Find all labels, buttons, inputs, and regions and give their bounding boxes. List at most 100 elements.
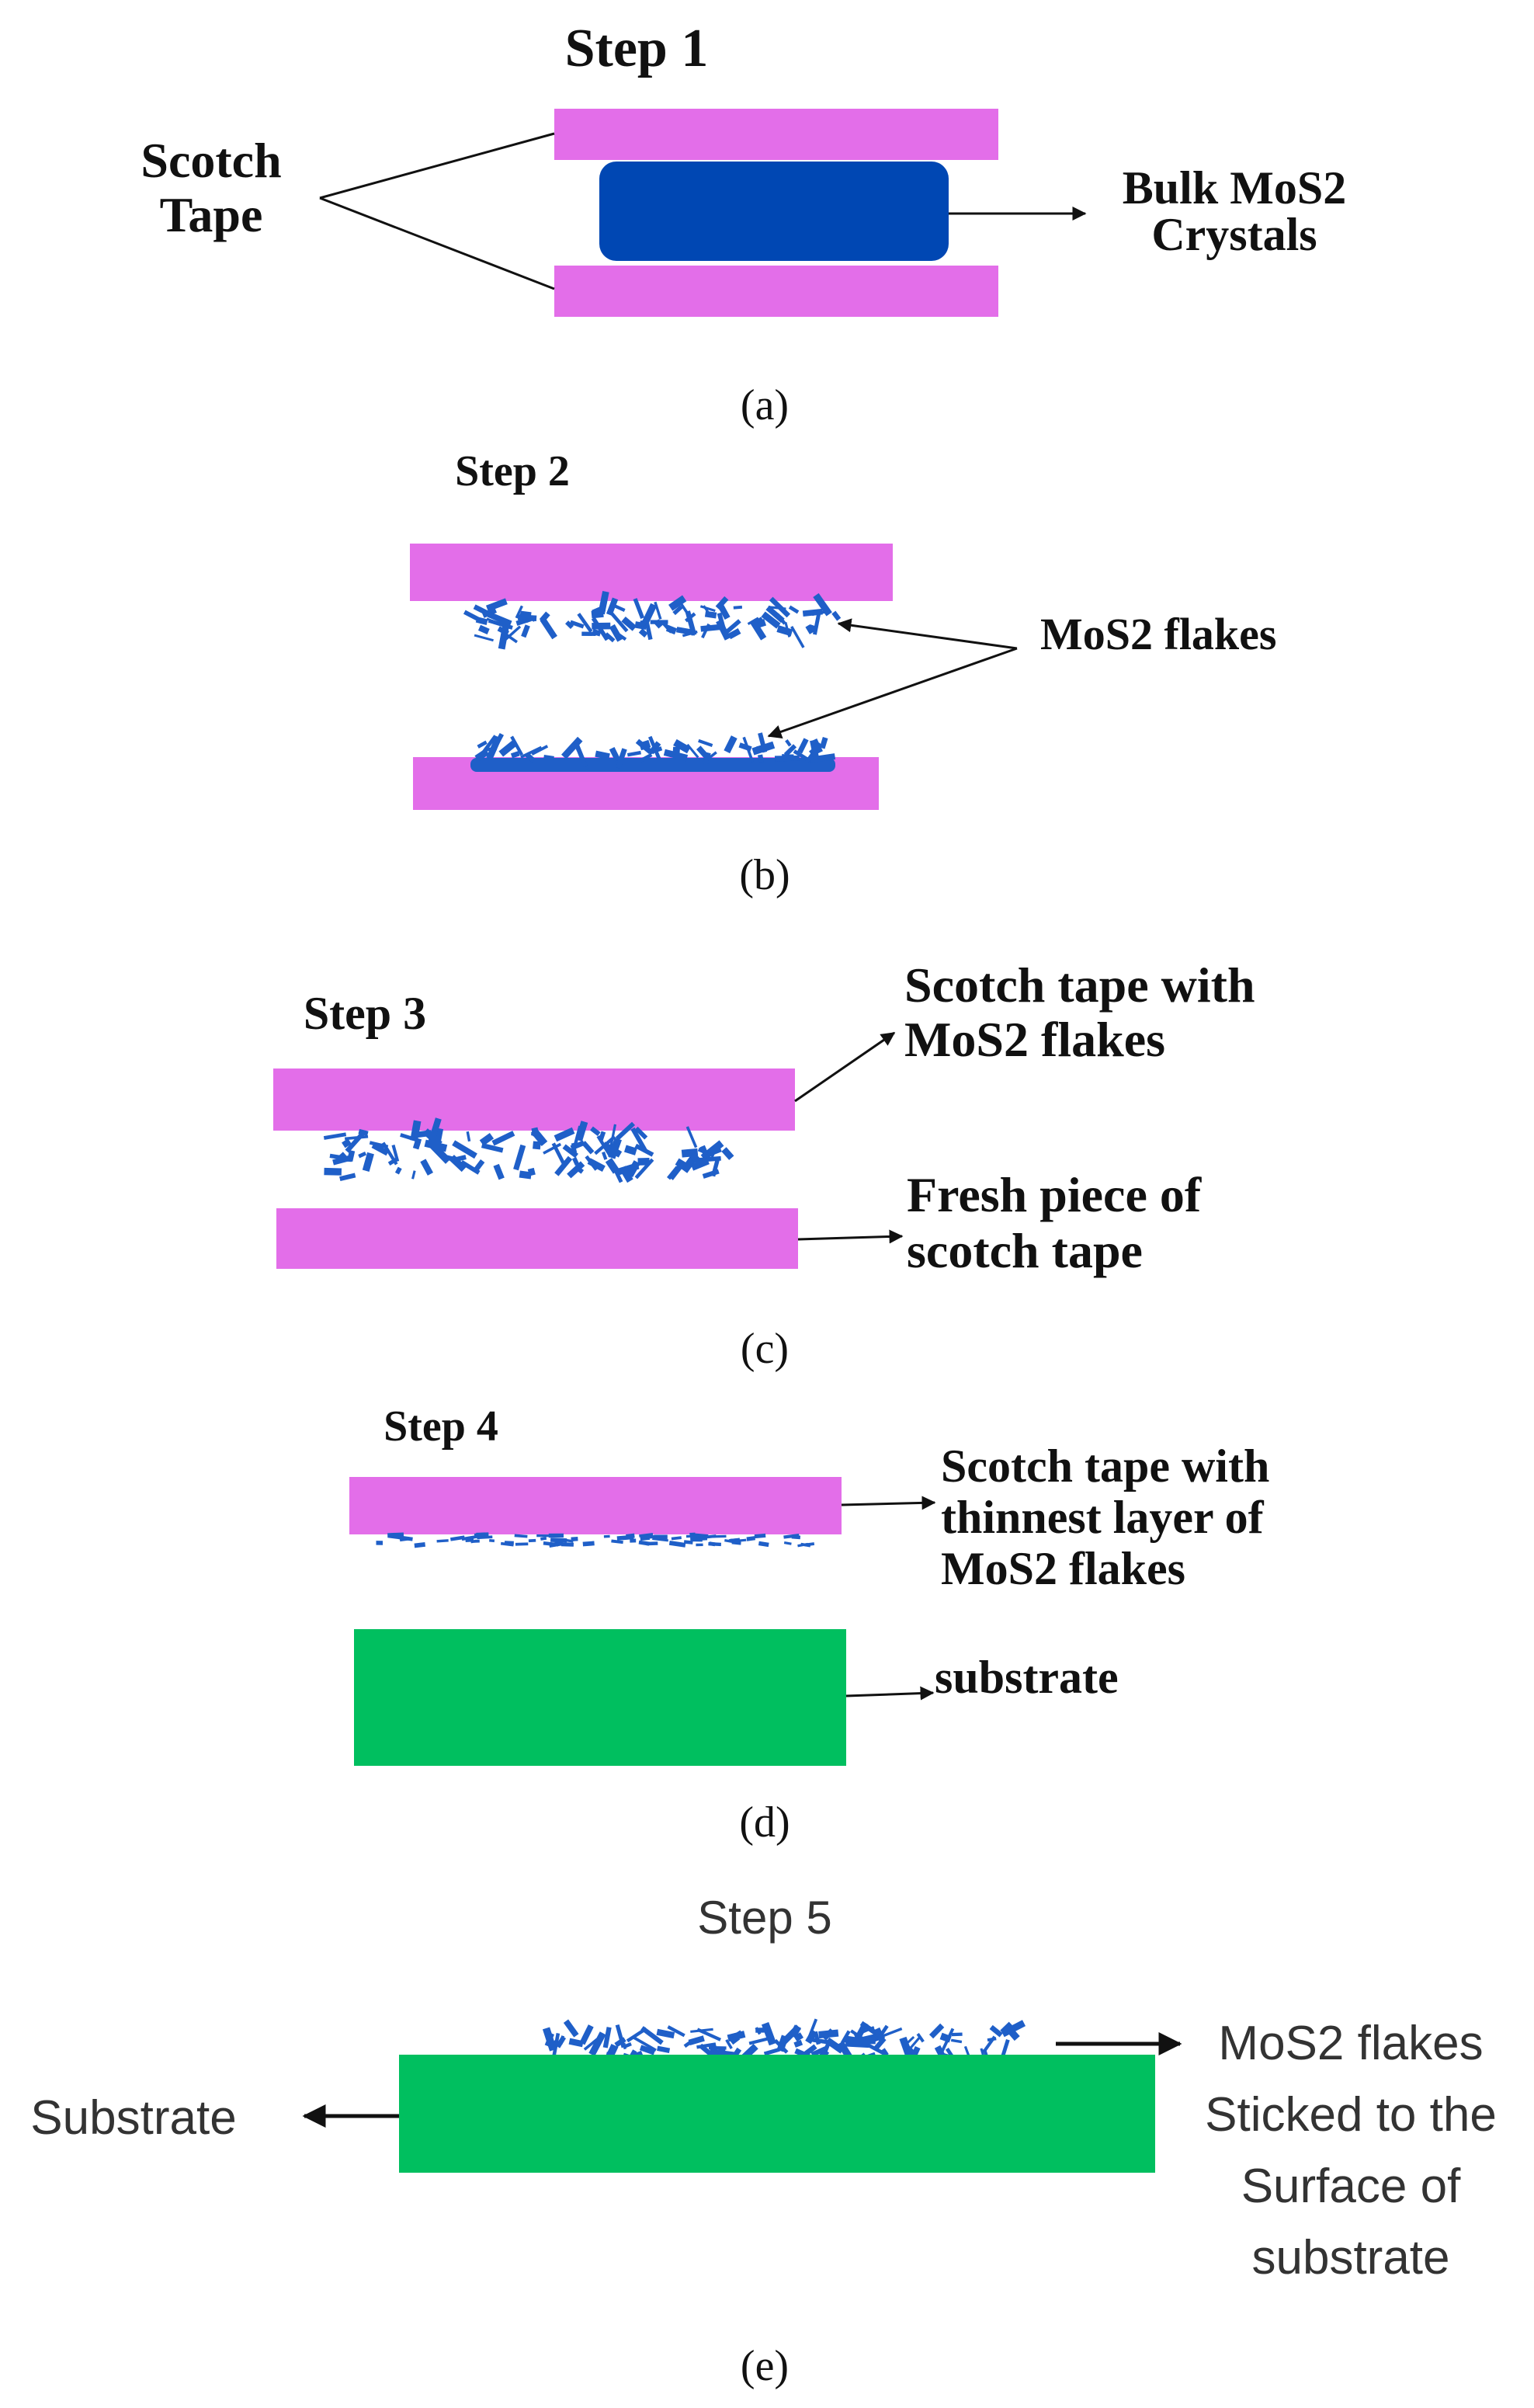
mos2-flake-fragment	[904, 2044, 917, 2056]
mos2-flake-fragment	[400, 1133, 422, 1144]
mos2-flake-fragment	[783, 744, 797, 757]
mos2-flake-fragment	[394, 1166, 402, 1175]
panel-e-caption: (e)	[741, 2342, 789, 2390]
mos2-flake-fragment	[476, 750, 488, 761]
mos2-flake-fragment	[609, 746, 621, 762]
panel-c-top-tape	[273, 1068, 795, 1131]
mos2-flake-fragment	[663, 749, 689, 762]
mos2-flake-fragment	[810, 753, 836, 763]
mos2-flake-fragment	[460, 1160, 481, 1175]
mos2-flake-fragment	[609, 1124, 617, 1149]
mos2-flake-fragment	[673, 738, 691, 754]
panel-d-tape	[349, 1477, 842, 1534]
mos2-flake-fragment	[582, 1541, 595, 1547]
mos2-flake-fragment	[588, 2031, 606, 2056]
mos2-flake-fragment	[989, 2024, 1003, 2038]
mos2-flake-fragment	[757, 754, 765, 763]
mos2-flake-fragment	[727, 627, 741, 640]
mos2-flake-fragment	[616, 1534, 634, 1541]
mos2-flake-fragment	[581, 631, 596, 636]
mos2-flake-fragment	[776, 613, 786, 625]
mos2-flake-fragment	[1001, 2020, 1026, 2038]
mos2-flake-fragment	[598, 1131, 606, 1141]
mos2-flake-fragment	[654, 619, 664, 629]
panel-b: Step 2 MoS2 flakes (b)	[410, 447, 1277, 899]
mos2-flake-fragment	[648, 735, 661, 760]
mos2-flake-fragment	[700, 624, 723, 632]
mos2-flake-fragment	[624, 2041, 632, 2048]
mos2-flake-fragment	[703, 605, 712, 617]
mos2-flake-fragment	[475, 617, 488, 626]
mos2-flake-fragment	[672, 746, 681, 756]
mos2-flake-fragment	[667, 2025, 685, 2038]
mos2-flake-fragment	[531, 1127, 540, 1137]
mos2-flake-fragment	[613, 603, 626, 613]
mos2-flake-fragment	[758, 1541, 769, 1548]
mos2-flake-fragment	[754, 1533, 766, 1539]
mos2-flake-fragment	[477, 1535, 493, 1540]
mos2-flake-fragment	[797, 738, 809, 754]
mos2-flake-fragment	[592, 605, 606, 616]
mos2-flake-fragment	[747, 617, 759, 626]
mos2-flake-fragment	[571, 1157, 580, 1166]
panel-c-flakes	[323, 1117, 734, 1183]
mos2-flake-fragment	[668, 1162, 684, 1180]
mos2-flake-fragment	[621, 616, 637, 631]
mos2-flake-fragment	[466, 1131, 471, 1142]
mos2-flake-fragment	[773, 2038, 789, 2054]
mos2-flake-fragment	[784, 621, 791, 638]
mos2-flake-fragment	[358, 1152, 367, 1159]
mos2-flake-fragment	[793, 2032, 804, 2042]
mos2-flake-fragment	[420, 1159, 433, 1176]
mos2-flake-fragment	[477, 624, 490, 634]
mos2-flake-fragment	[702, 751, 717, 764]
mos2-flake-fragment	[519, 1170, 532, 1180]
mos2-flake-fragment	[428, 1140, 451, 1164]
panel-a-tape-pointer-top	[319, 132, 555, 200]
panel-c-fresh-tape-line1: Fresh piece of	[907, 1167, 1202, 1222]
mos2-flake-fragment	[696, 1543, 703, 1547]
mos2-flake-fragment	[610, 612, 629, 633]
mos2-flake-fragment	[637, 1158, 650, 1166]
mos2-flake-fragment	[615, 2024, 626, 2048]
mos2-flake-fragment	[519, 610, 536, 622]
mos2-flake-fragment	[672, 605, 683, 616]
panel-b-bottom-flake-layer	[470, 758, 835, 772]
mos2-flake-fragment	[630, 1127, 648, 1152]
mos2-flake-fragment	[611, 1539, 623, 1545]
mos2-flake-fragment	[951, 2032, 963, 2037]
mos2-flake-fragment	[540, 617, 557, 640]
mos2-flake-fragment	[685, 610, 697, 636]
mos2-flake-fragment	[524, 752, 536, 763]
panel-a-caption: (a)	[741, 381, 789, 429]
panel-d: Step 4 Scotch tape with thinnest layer o…	[349, 1402, 1269, 1847]
mos2-flake-fragment	[381, 1141, 398, 1166]
mos2-flake-fragment	[572, 1125, 582, 1148]
mos2-flake-fragment	[515, 1542, 529, 1546]
mos2-flake-fragment	[668, 1541, 686, 1548]
panel-a-step-title: Step 1	[565, 19, 709, 78]
mos2-flake-fragment	[452, 1155, 467, 1163]
mos2-flake-fragment	[623, 1145, 637, 1155]
mos2-flake-fragment	[531, 745, 549, 756]
mos2-flake-fragment	[733, 605, 743, 610]
mos2-flake-fragment	[853, 2026, 875, 2038]
mos2-flake-fragment	[689, 1152, 703, 1166]
mos2-flake-fragment	[579, 2024, 594, 2045]
panel-a-bulk-crystal	[599, 162, 949, 261]
mos2-flake-fragment	[604, 632, 616, 643]
mos2-flake-fragment	[560, 1542, 574, 1547]
mos2-flake-fragment	[810, 2045, 828, 2057]
mos2-flake-fragment	[699, 1145, 709, 1156]
mos2-flake-fragment	[675, 627, 696, 636]
mos2-flake-fragment	[543, 754, 554, 760]
mos2-flake-fragment	[569, 620, 585, 629]
mos2-flake-fragment	[479, 1132, 495, 1146]
mos2-flake-fragment	[876, 2024, 889, 2041]
mos2-flake-fragment	[783, 1533, 800, 1539]
mos2-flake-fragment	[881, 2027, 903, 2038]
mos2-flake-fragment	[487, 611, 512, 627]
mos2-flake-fragment	[596, 1135, 613, 1158]
panel-c-caption: (c)	[741, 1325, 789, 1373]
panel-a-scotch-tape-label-line2: Tape	[160, 187, 263, 242]
